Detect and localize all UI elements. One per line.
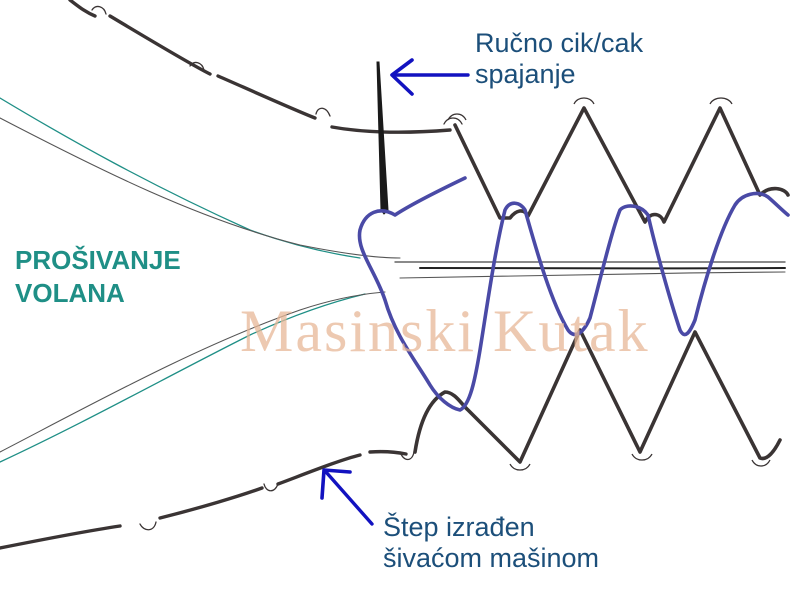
zigzag-top-loops	[447, 97, 733, 121]
upper-stitch-line	[68, 0, 452, 134]
hand-zigzag-thread	[357, 176, 790, 412]
diagram-title-line1: PROŠIVANJE	[15, 245, 181, 275]
arrow-machine-shaft	[324, 470, 374, 526]
middle-line-3	[399, 271, 786, 279]
lower-machine-stitch	[0, 449, 415, 550]
upper-fabric-line	[0, 117, 401, 259]
arrow-hand-stitch	[390, 58, 470, 96]
upper-machine-stitch	[68, 0, 463, 134]
fabric-layers	[0, 97, 786, 463]
hand-needle	[376, 61, 389, 215]
arrow-machine-head	[320, 468, 352, 500]
diagram-title-line2: VOLANA	[15, 277, 125, 308]
hand-stitch-label-line2: spajanje	[475, 59, 576, 90]
upper-fabric-teal-edge	[0, 97, 361, 259]
hand-stitch-label: Ručno cik/cak spajanje	[475, 28, 643, 90]
machine-stitch-label: Štep izrađen šivaćom mašinom	[383, 512, 599, 574]
lower-stitch-line	[0, 449, 408, 550]
lower-stitch-loops	[139, 451, 415, 531]
upper-stitch-loops	[91, 5, 463, 125]
hand-stitch-label-line1: Ručno cik/cak	[475, 28, 644, 58]
watermark: Masinski Kutak	[240, 298, 650, 364]
arrow-hand-head	[390, 58, 414, 96]
lower-fabric-teal-edge	[0, 293, 366, 463]
lower-fabric-line	[0, 291, 386, 453]
diagram-title: PROŠIVANJE VOLANA	[15, 244, 181, 309]
zigzag-bottom-loops	[509, 453, 771, 471]
arrow-machine-stitch	[320, 468, 374, 526]
zigzag-loop-marks	[447, 97, 771, 471]
machine-stitch-label-line1: Štep izrađen	[383, 512, 535, 542]
machine-stitch-label-line2: šivaćom mašinom	[383, 543, 600, 574]
zigzag-stitch	[413, 106, 790, 464]
zigzag-upper	[453, 106, 790, 224]
